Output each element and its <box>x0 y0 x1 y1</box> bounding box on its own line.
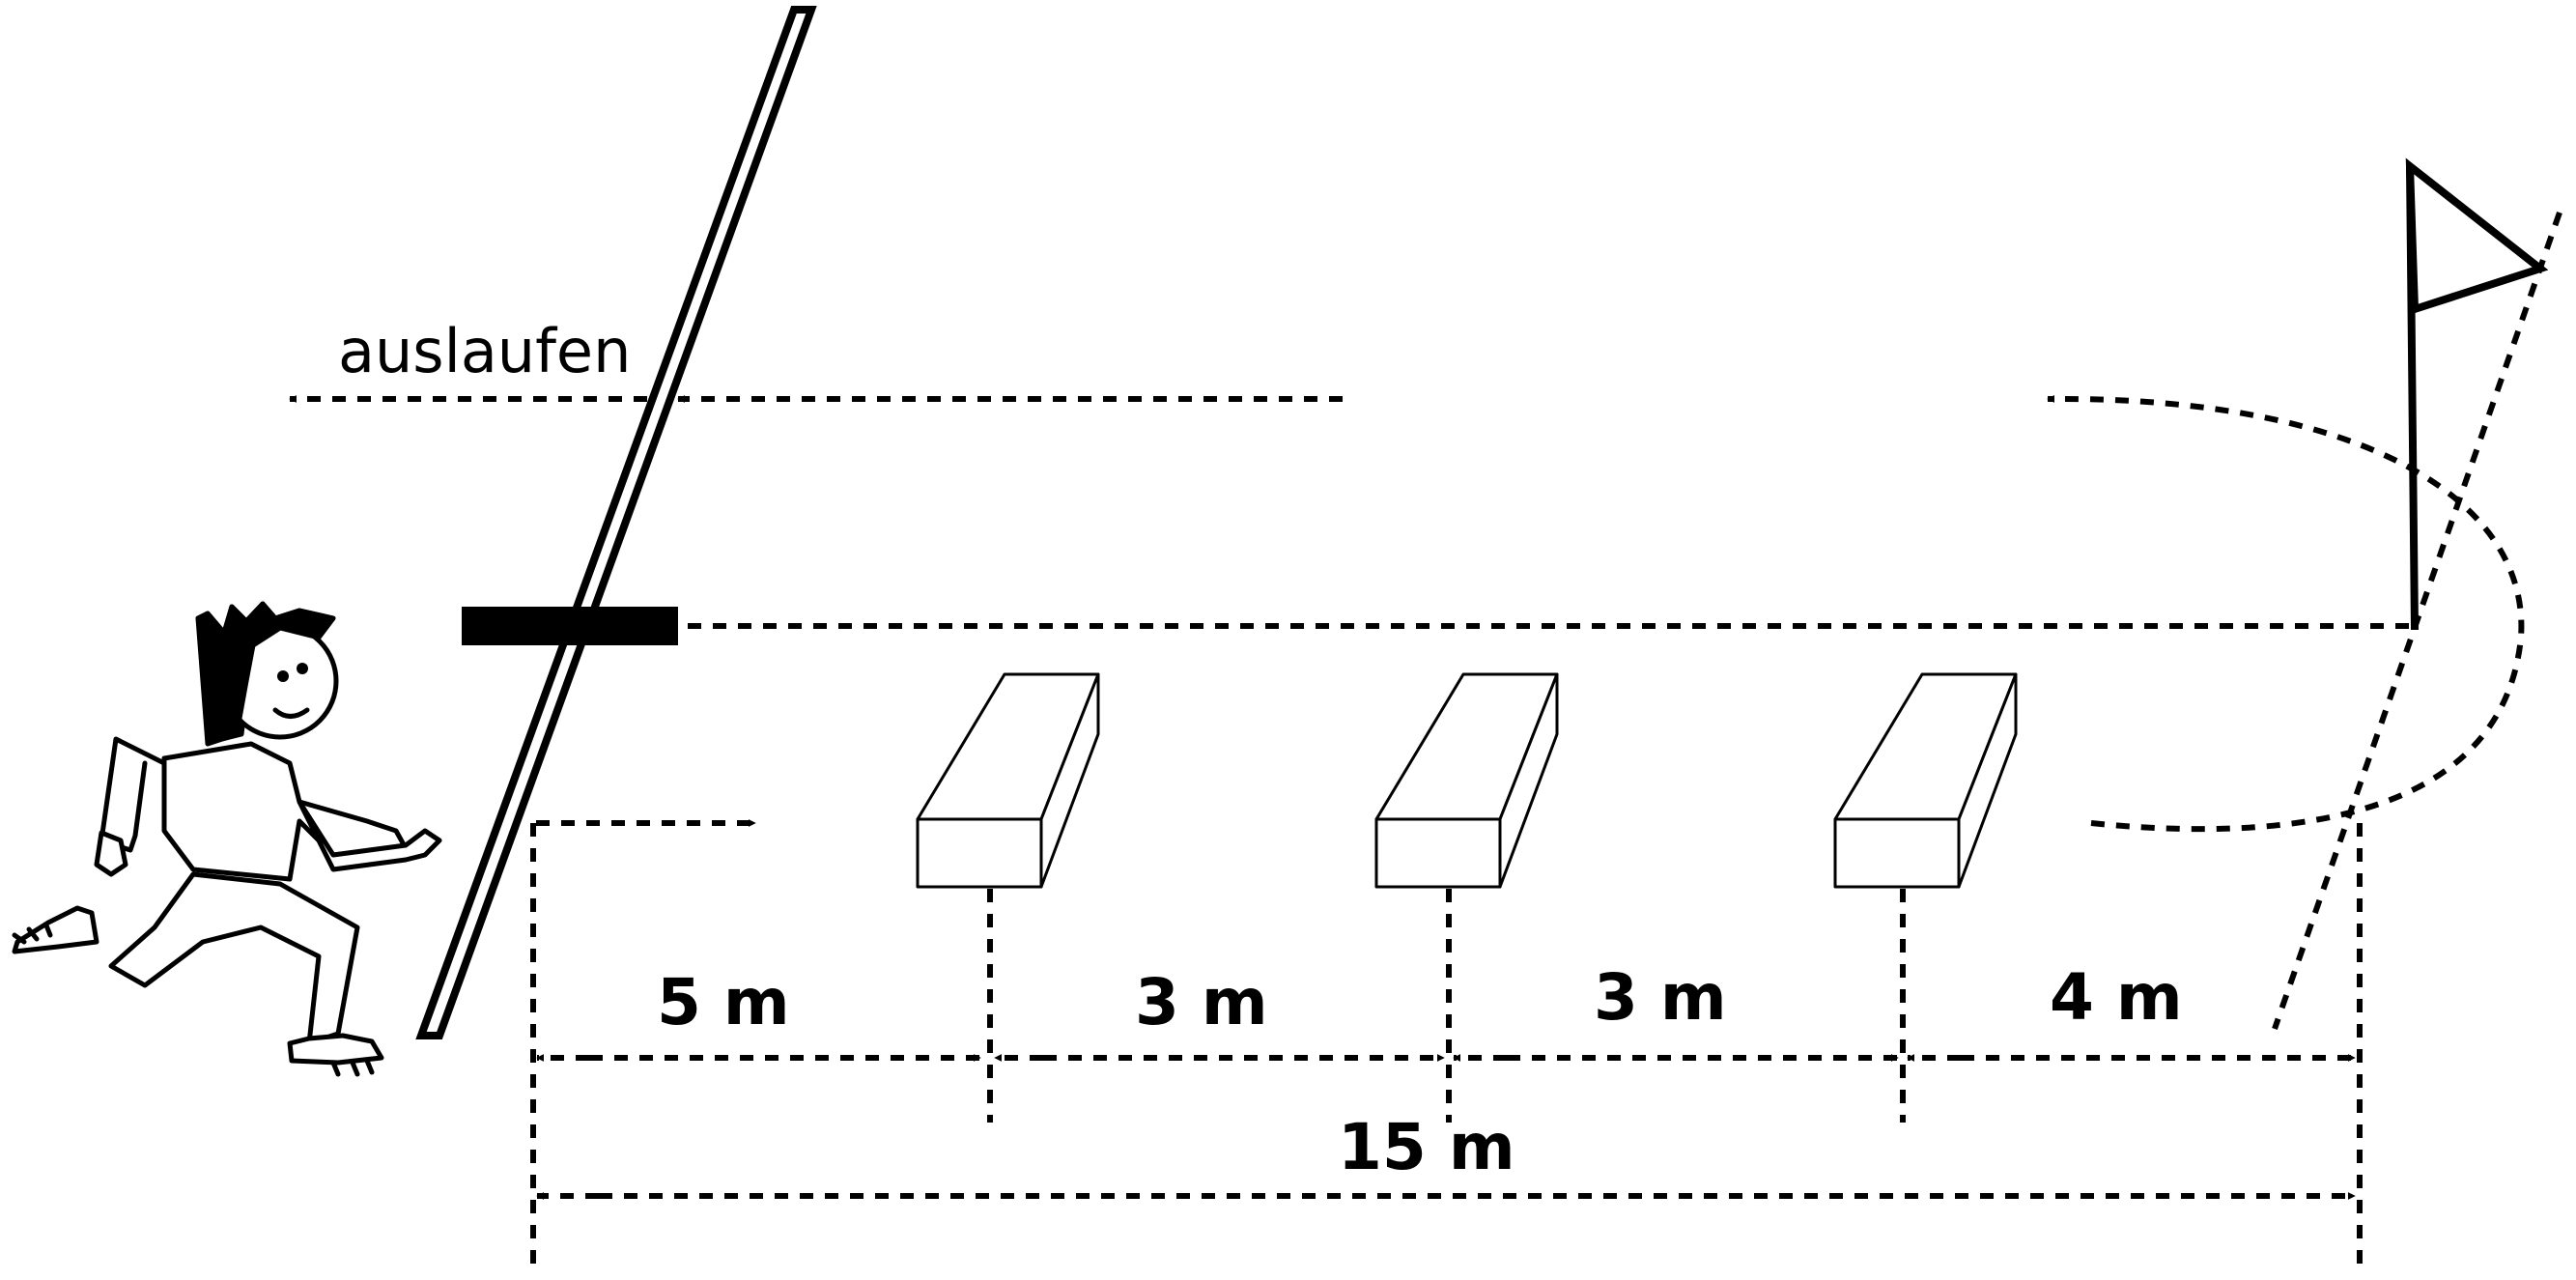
start-marker-bar <box>462 607 678 645</box>
total-label: 15 m <box>1338 1110 1515 1184</box>
turn-path <box>2047 394 2525 833</box>
runner-figure <box>12 601 442 1077</box>
turn-flag <box>2405 157 2549 631</box>
segment-label-2: 3 m <box>1135 965 1268 1039</box>
obstacle-box-1 <box>916 672 1100 889</box>
slanted-pole <box>415 6 817 1039</box>
obstacle-box-3 <box>1833 672 2018 889</box>
segment-label-4: 4 m <box>2050 960 2183 1035</box>
runout-label: auslaufen <box>338 316 631 386</box>
segment-label-3: 3 m <box>1594 960 1727 1035</box>
segment-dimension-1: 5 m <box>536 965 981 1062</box>
segment-label-1: 5 m <box>657 965 790 1039</box>
runner-legs <box>108 871 360 1046</box>
segment-dimension-2: 3 m <box>994 965 1445 1062</box>
obstacle-box-2 <box>1374 672 1559 889</box>
segment-dimension-3: 3 m <box>1453 960 1899 1062</box>
finish-diagonal-line <box>2272 212 2562 1030</box>
segment-dimension-4: 4 m <box>1907 960 2356 1062</box>
total-dimension: 15 m <box>536 1110 2356 1200</box>
